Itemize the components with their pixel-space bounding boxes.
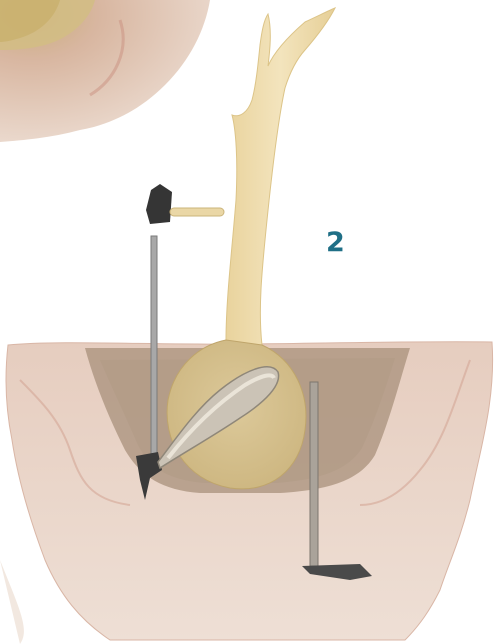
corner-soil-mound-icon [0,0,210,142]
hammer-icon [146,184,224,224]
tree-trunk-icon [226,8,335,351]
step-number: 2 [326,228,345,258]
